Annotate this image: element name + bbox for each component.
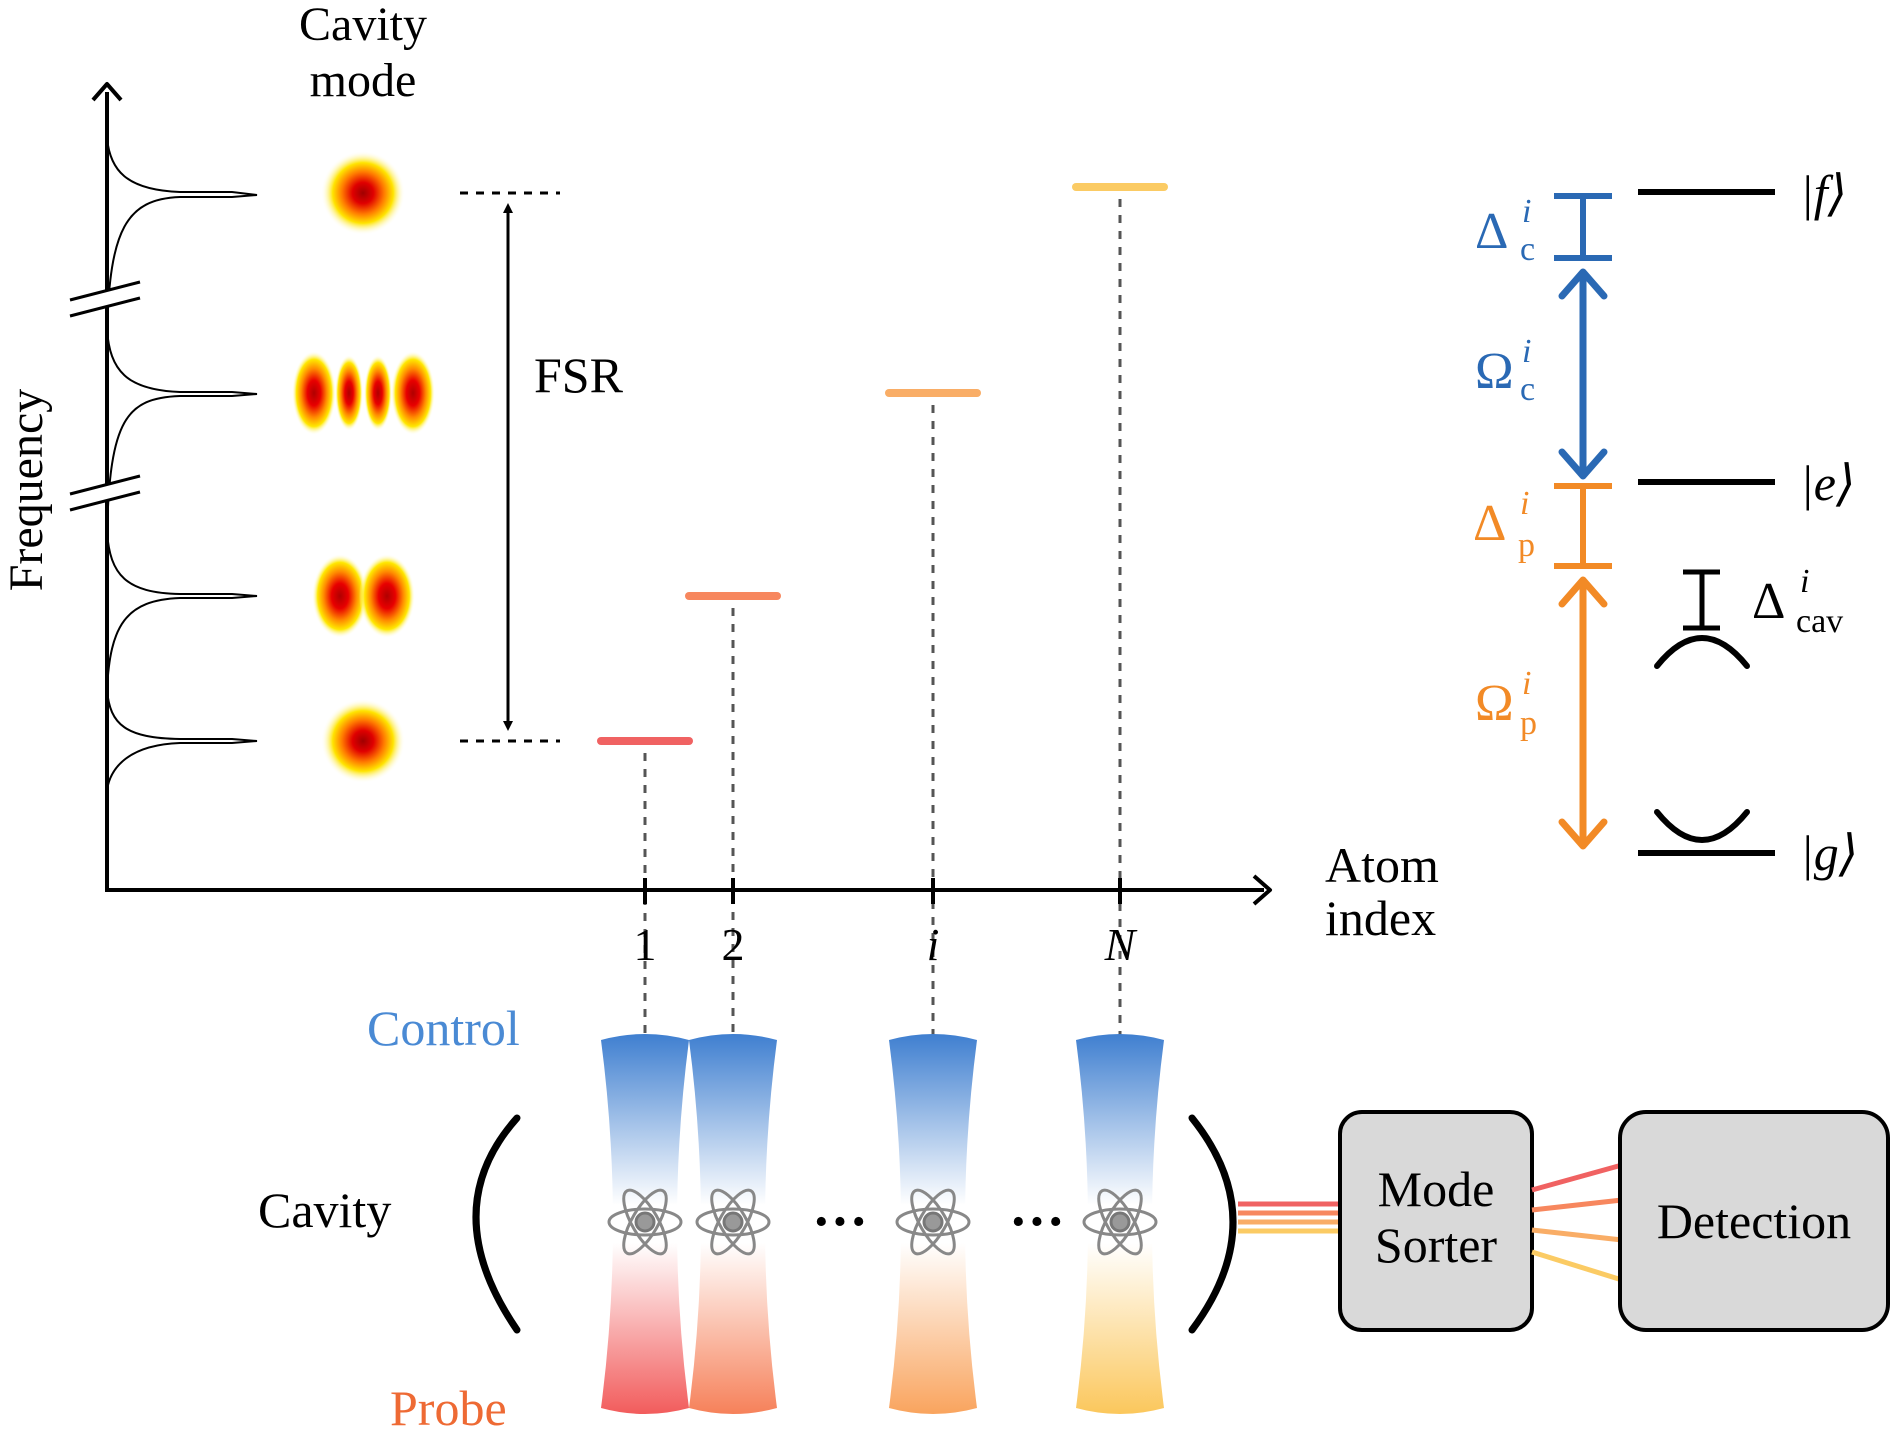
atom-icon-i [895, 1188, 971, 1256]
axis-break-mark [69, 474, 141, 496]
axis-break-mark [68, 283, 142, 315]
cavity-mirror-left [472, 1114, 521, 1334]
tick-label-i: i [927, 919, 940, 970]
atom-orbit [1097, 1188, 1143, 1256]
tick-label-n: N [1104, 919, 1138, 970]
atom-orbit [1082, 1207, 1158, 1237]
ellipsis-right: ··· [1009, 1191, 1065, 1253]
axis-break-mark [68, 477, 142, 509]
control-rabi-arrow [1558, 268, 1608, 480]
mode-profile-tem00-lower [321, 699, 405, 783]
sorted-output-lines [1531, 1162, 1623, 1283]
cavity-mirror-arc-top [1654, 635, 1750, 669]
mode-profile-two-lobe [312, 554, 415, 638]
level-scheme: |f⟩ |e⟩ |g⟩ [1473, 165, 1858, 881]
atom-orbit [710, 1188, 756, 1256]
cavity-mode-title-2: mode [310, 54, 417, 107]
atom-nucleus [922, 1211, 944, 1233]
control-label: Control [367, 1000, 520, 1056]
atom-icon-n [1082, 1188, 1158, 1256]
probe-rabi-arrow [1558, 576, 1608, 850]
axis-break-mark [69, 490, 141, 512]
cavity-resonance-spectrum [105, 137, 258, 791]
cavity-mode-title: Cavity [299, 0, 427, 51]
ket-g: |g⟩ [1800, 825, 1858, 881]
probe-detuning-bracket [1554, 483, 1612, 569]
cavity-mirror-right [1188, 1114, 1237, 1334]
mode-sorter-label-2: Sorter [1375, 1217, 1498, 1273]
axis-break-mark [69, 280, 141, 302]
atom-orbit [910, 1188, 956, 1256]
atom-levels [597, 183, 1168, 1238]
cavity-mirror-arc-bottom [1654, 809, 1750, 843]
axis-break-mark [69, 296, 141, 318]
ket-f: |f⟩ [1800, 165, 1847, 221]
atom-orbit [622, 1188, 668, 1256]
atom-orbit [607, 1207, 683, 1237]
y-axis-arrowhead [91, 82, 123, 102]
control-detuning-bracket [1554, 193, 1612, 261]
beams [601, 1034, 1164, 1414]
x-axis-arrowhead [1252, 874, 1272, 906]
physical-setup: Control Probe Cavity ··· ··· Mode Sorter… [258, 1000, 1890, 1432]
tick-label-2: 2 [722, 919, 745, 970]
atom-orbit [622, 1188, 668, 1256]
atom-icon-1 [607, 1188, 683, 1256]
atom-orbit [710, 1188, 756, 1256]
detection-box [1618, 1110, 1890, 1332]
atom-orbit [910, 1188, 956, 1256]
atom-icon-2 [695, 1188, 771, 1256]
cavity-detuning-bracket [1683, 569, 1720, 631]
ellipsis-left: ··· [812, 1191, 868, 1253]
atom-orbit [895, 1207, 971, 1237]
detection-label: Detection [1657, 1193, 1851, 1249]
atom-nucleus [634, 1211, 656, 1233]
mode-sorter-box [1338, 1110, 1534, 1332]
probe-label: Probe [390, 1380, 507, 1432]
tick-label-1: 1 [634, 919, 657, 970]
cavity-output-lines [1238, 1201, 1340, 1234]
x-axis-label-2: index [1325, 890, 1436, 946]
mode-profile-tem00-upper [321, 151, 405, 235]
x-axis-label: Atom [1325, 837, 1439, 893]
cavity-label: Cavity [258, 1182, 391, 1238]
atom-orbit [695, 1207, 771, 1237]
x-axis-ticks: 1 2 i N [634, 919, 1138, 970]
atom-nucleus [1109, 1211, 1131, 1233]
y-axis-label: Frequency [0, 389, 53, 592]
atom-orbit [1097, 1188, 1143, 1256]
fsr-label: FSR [534, 347, 624, 403]
mode-profile-four-lobe [292, 351, 435, 435]
mode-sorter-label: Mode [1378, 1161, 1495, 1217]
ket-e: |e⟩ [1800, 455, 1855, 511]
atom-nucleus [722, 1211, 744, 1233]
